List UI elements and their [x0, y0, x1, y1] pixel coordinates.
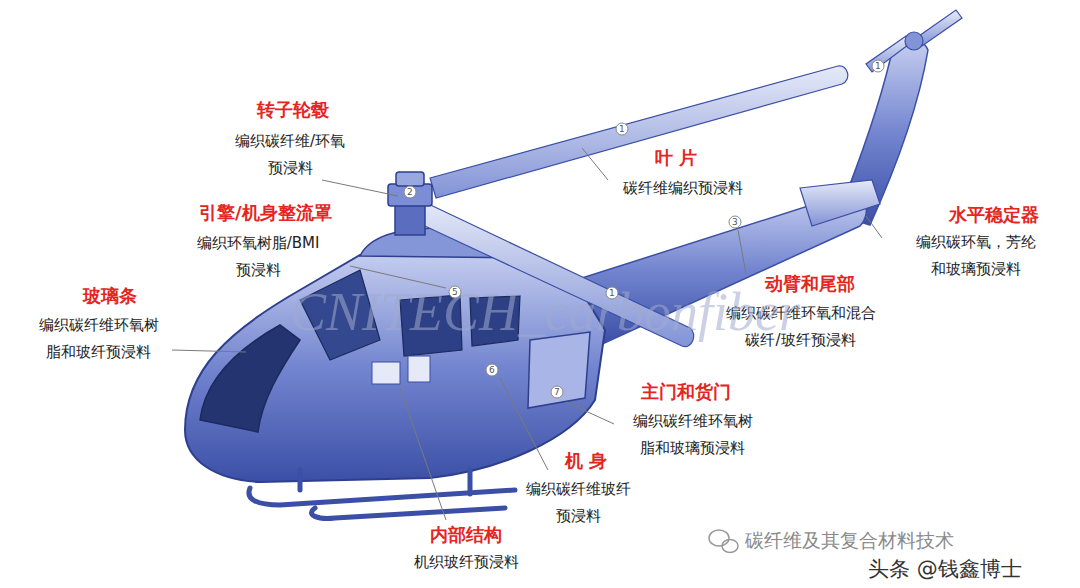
part-name: 玻璃条: [83, 284, 137, 308]
part-name: 内部结构: [430, 523, 502, 547]
material-note: 编织碳环氧，芳纶 和玻璃预浸料: [914, 229, 1037, 283]
part-name: 机 身: [565, 449, 607, 473]
part-name: 叶 片: [655, 146, 697, 170]
source-note: 头条 @钱鑫博士: [868, 556, 1022, 582]
callout-number: 5: [452, 287, 458, 297]
callout-number: 3: [732, 217, 738, 227]
watermark: CNITECH_carbonfiber: [290, 282, 800, 342]
material-note: 碳纤维编织预浸料: [621, 175, 744, 202]
callout-number: 1: [619, 124, 625, 134]
material-note: 编织碳纤维环氧树 脂和玻纤预浸料: [37, 312, 160, 366]
material-note: 编织环氧树脂/BMI 预浸料: [195, 230, 321, 284]
part-name: 水平稳定器: [949, 203, 1039, 227]
callout-number: 1: [875, 61, 881, 71]
material-note: 编织碳纤维玻纤 预浸料: [524, 476, 632, 530]
callout-number: 2: [407, 187, 413, 197]
material-note: 机织玻纤预浸料: [412, 549, 520, 576]
part-name: 引擎/机身整流罩: [199, 201, 332, 225]
part-name: 转子轮毂: [257, 98, 329, 122]
material-note: 编织碳纤维环氧树 脂和玻璃预浸料: [631, 408, 754, 462]
part-name: 主门和货门: [641, 380, 731, 404]
callout-number: 7: [554, 387, 560, 397]
material-note: 编织碳纤维/环氧 预浸料: [233, 128, 347, 182]
source-note: 碳纤维及其复合材料技术: [745, 528, 954, 552]
callout-number: 1: [609, 288, 615, 298]
callout-number: 6: [489, 365, 495, 375]
